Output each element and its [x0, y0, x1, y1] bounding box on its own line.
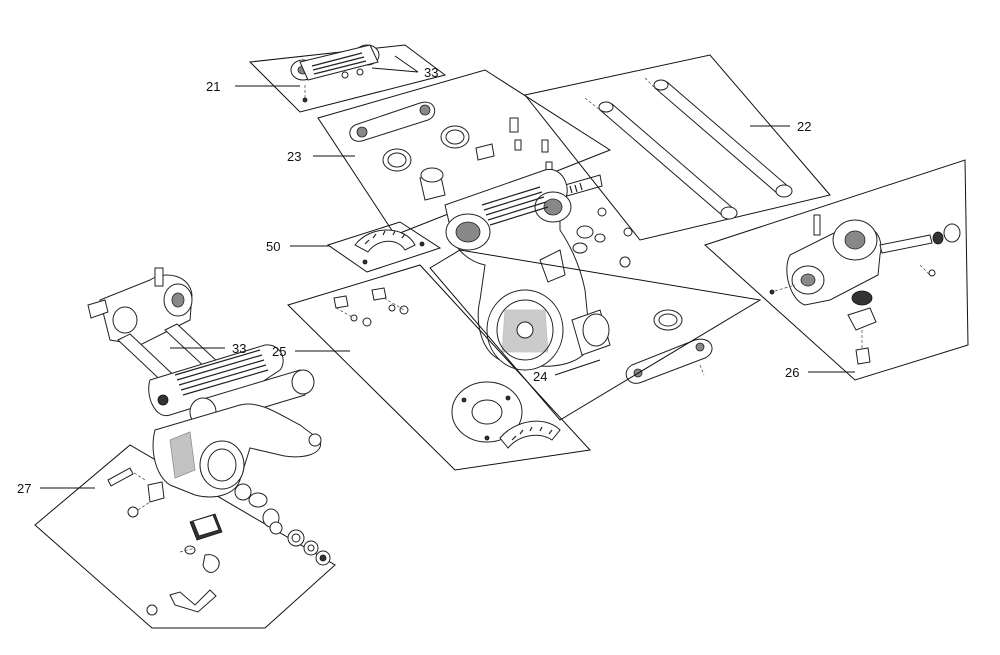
part-23-bushings	[382, 125, 470, 201]
assembled-saw-head	[87, 267, 322, 498]
part-26-knob	[847, 290, 877, 365]
part-50-plate	[354, 229, 425, 265]
part-25-arc-scale	[499, 420, 561, 449]
part-23-link-plate	[349, 101, 436, 142]
panel-23	[317, 69, 612, 236]
panel-27	[34, 444, 336, 629]
callout-labels: 21 22 23 24 25 26 27 33 33 50	[17, 65, 811, 496]
panel-22	[524, 54, 831, 241]
callout-26: 26	[785, 365, 799, 380]
panel-26	[704, 159, 969, 381]
callout-23: 23	[287, 149, 301, 164]
part-21-bracket	[290, 44, 380, 103]
callout-33-left: 33	[232, 341, 246, 356]
part-27-loose-parts	[107, 467, 331, 616]
panel-21	[248, 44, 447, 113]
part-26-lock-assembly	[769, 214, 961, 306]
part-24-hardware	[571, 207, 713, 384]
callout-33-top: 33	[424, 65, 438, 80]
part-25-pins	[333, 287, 409, 327]
callout-24: 24	[533, 369, 547, 384]
panel-24	[429, 249, 762, 421]
callout-21: 21	[206, 79, 220, 94]
part-22-rod-1	[584, 97, 738, 220]
part-22-rod-2	[644, 77, 793, 198]
callout-22: 22	[797, 119, 811, 134]
callout-50: 50	[266, 239, 280, 254]
center-pivot-housing	[444, 169, 591, 371]
leader-lines	[40, 55, 855, 489]
panel-25	[287, 264, 592, 471]
part-25-disc	[451, 381, 523, 443]
callout-25: 25	[272, 344, 286, 359]
panel-50	[326, 221, 442, 273]
callout-27: 27	[17, 481, 31, 496]
